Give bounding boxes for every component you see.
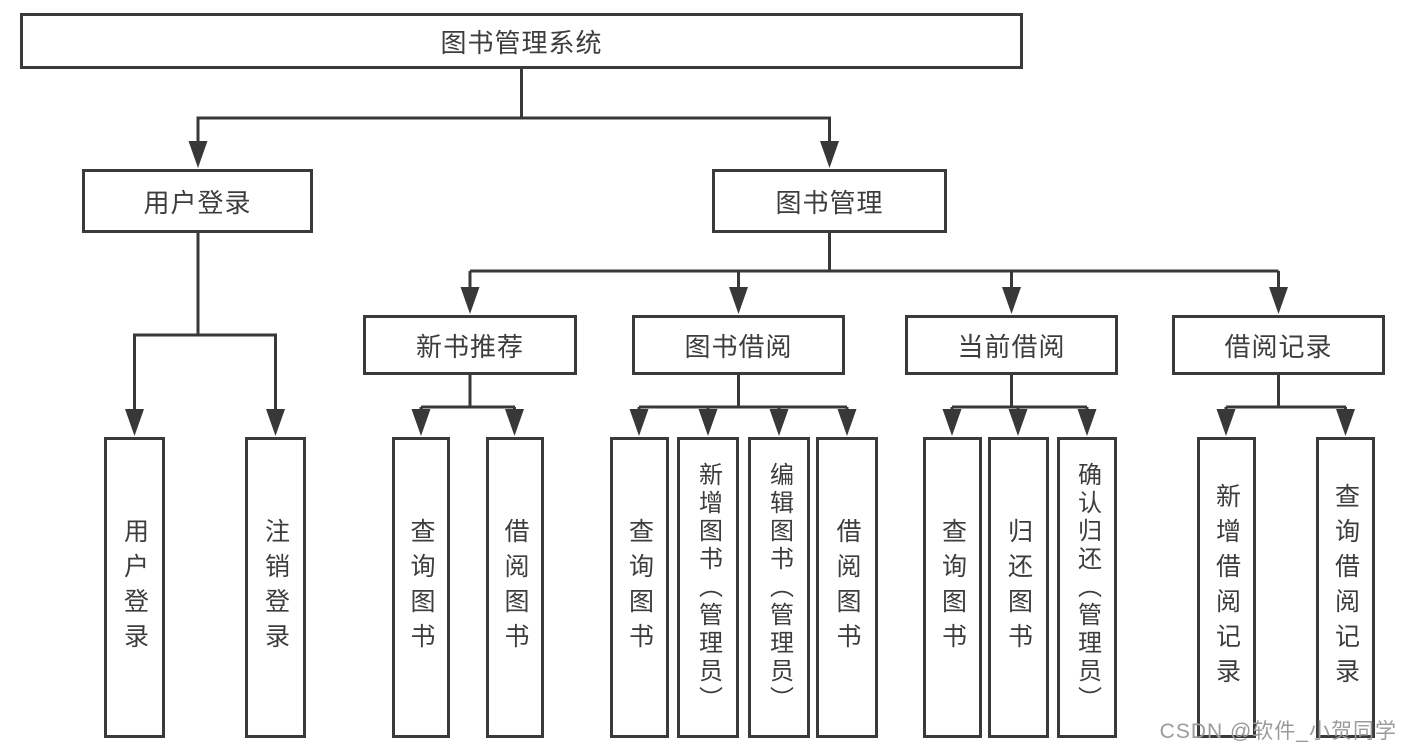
leaf-current-query-books: 查询图书 — [923, 437, 982, 738]
node-current-borrow: 当前借阅 — [905, 315, 1118, 375]
leaf-add-books-admin: 新增图书（管理员） — [677, 437, 739, 738]
leaf-borrow-books: 借阅图书 — [816, 437, 878, 738]
node-book-management: 图书管理 — [712, 169, 947, 233]
node-root-system: 图书管理系统 — [20, 13, 1023, 69]
leaf-add-borrow-record: 新增借阅记录 — [1197, 437, 1256, 738]
leaf-newbook-borrow-books: 借阅图书 — [486, 437, 544, 738]
leaf-newbook-query-books: 查询图书 — [392, 437, 450, 738]
leaf-confirm-return-admin: 确认归还（管理员） — [1057, 437, 1117, 738]
leaf-return-books: 归还图书 — [988, 437, 1049, 738]
node-new-book-recommend: 新书推荐 — [363, 315, 577, 375]
leaf-logout: 注销登录 — [245, 437, 306, 738]
csdn-watermark: CSDN @软件_小贺同学 — [1159, 720, 1397, 743]
leaf-query-borrow-record: 查询借阅记录 — [1316, 437, 1375, 738]
leaf-borrow-query-books: 查询图书 — [610, 437, 669, 738]
node-book-borrow: 图书借阅 — [632, 315, 845, 375]
leaf-user-login: 用户登录 — [104, 437, 165, 738]
node-borrow-record: 借阅记录 — [1172, 315, 1385, 375]
leaf-edit-books-admin: 编辑图书（管理员） — [748, 437, 810, 738]
node-user-login: 用户登录 — [82, 169, 313, 233]
